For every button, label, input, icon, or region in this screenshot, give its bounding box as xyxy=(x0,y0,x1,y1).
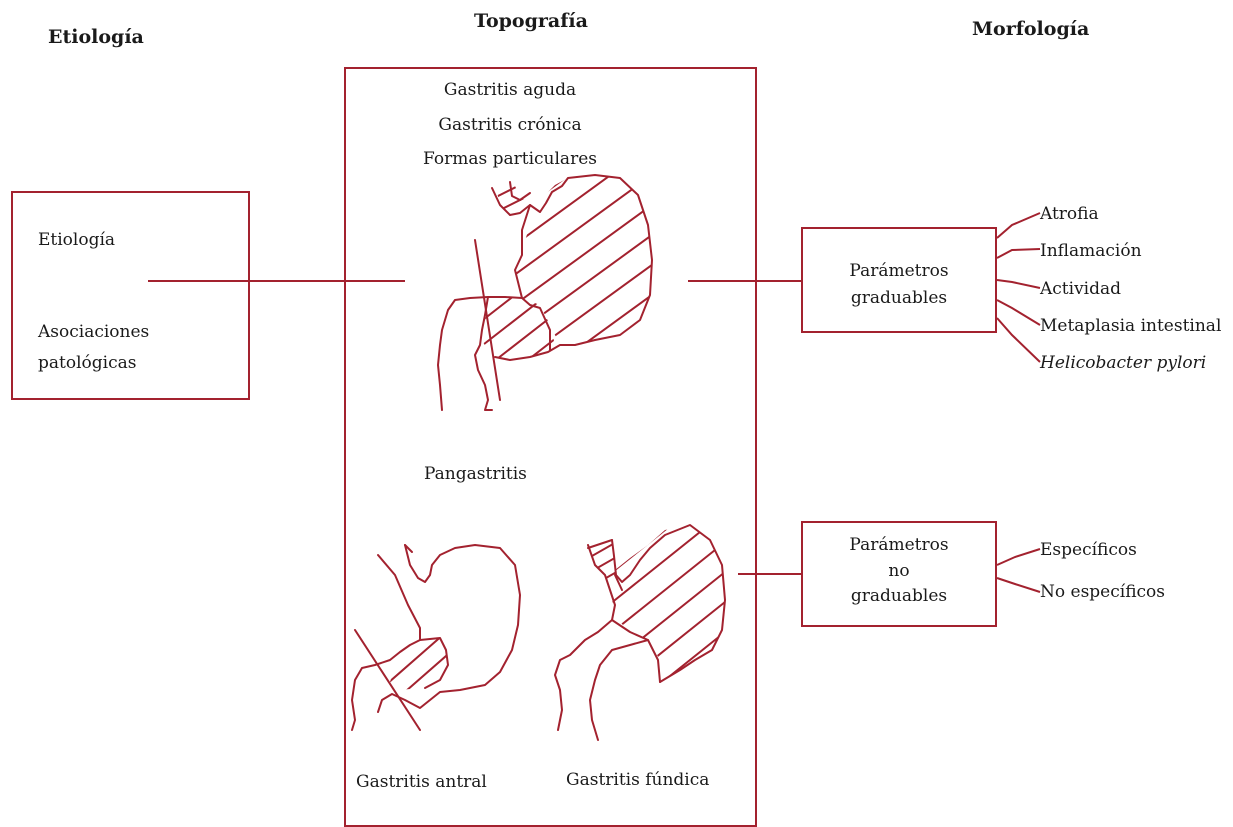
label-pangastritis: Pangastritis xyxy=(424,462,527,486)
non-graduable-item-especificos: Específicos xyxy=(1040,538,1137,562)
topography-gastritis-aguda: Gastritis aguda xyxy=(400,78,620,102)
graduable-label-line1: Parámetros xyxy=(801,259,997,283)
graduable-item-metaplasia: Metaplasia intestinal xyxy=(1040,314,1221,338)
non-graduable-label-line1: Parámetros xyxy=(801,533,997,557)
fan-line-metaplasia xyxy=(997,300,1040,325)
header-morfologia: Morfología xyxy=(972,18,1089,40)
etiology-item-etiologia: Etiología xyxy=(38,228,115,252)
graduable-item-atrofia: Atrofia xyxy=(1040,202,1099,226)
graduable-item-inflamacion: Inflamación xyxy=(1040,239,1142,263)
header-etiologia: Etiología xyxy=(48,26,144,48)
graduable-label-line2: graduables xyxy=(801,286,997,310)
label-gastritis-antral: Gastritis antral xyxy=(356,770,487,794)
non-graduable-item-no-especificos: No específicos xyxy=(1040,580,1165,604)
etiology-item-asociaciones: Asociaciones xyxy=(38,320,149,344)
etiology-item-patologicas: patológicas xyxy=(38,351,136,375)
fan-line-especificos xyxy=(997,549,1040,565)
topography-gastritis-cronica: Gastritis crónica xyxy=(400,113,620,137)
fan-line-actividad xyxy=(997,280,1040,288)
fan-line-atrofia xyxy=(997,213,1040,238)
fan-line-inflamacion xyxy=(997,249,1040,258)
fan-line-no-especificos xyxy=(997,578,1040,592)
non-graduable-label-line3: graduables xyxy=(801,584,997,608)
non-graduable-label-line2: no xyxy=(801,559,997,583)
graduable-item-helicobacter: Helicobacter pylori xyxy=(1040,351,1206,375)
header-topografia: Topografía xyxy=(474,10,588,32)
graduable-item-actividad: Actividad xyxy=(1040,277,1121,301)
label-gastritis-fundica: Gastritis fúndica xyxy=(566,768,709,792)
fan-line-helicobacter xyxy=(997,318,1040,362)
topography-formas-particulares: Formas particulares xyxy=(400,147,620,171)
topography-box xyxy=(344,67,757,827)
